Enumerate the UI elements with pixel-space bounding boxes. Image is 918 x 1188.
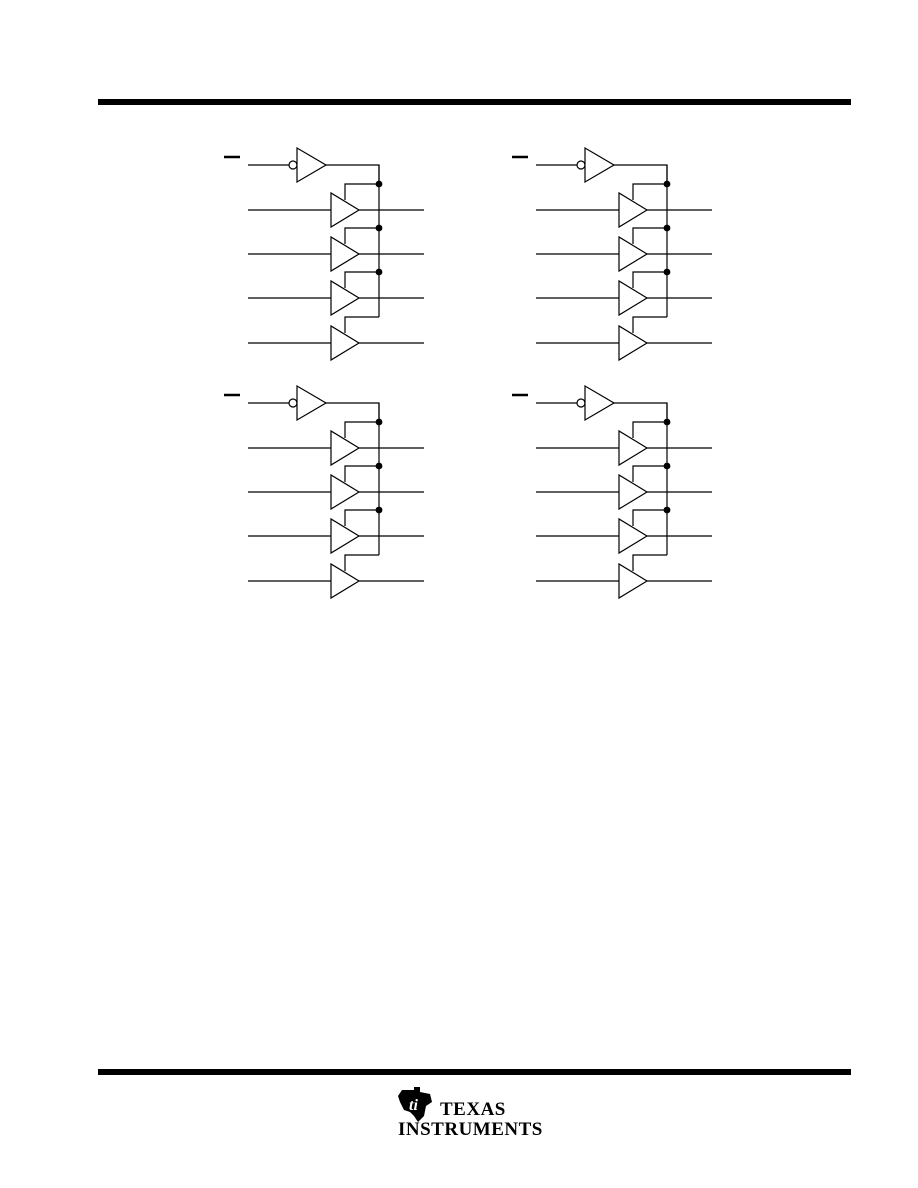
enable-tap (632, 183, 667, 200)
buffer-triangle (618, 235, 649, 273)
enable-tap (344, 316, 379, 333)
ti-state-logo-icon: ti (398, 1087, 432, 1122)
control-output-wire (614, 164, 668, 184)
control-buffer-triangle (584, 384, 616, 422)
buffer-triangle (330, 279, 361, 317)
buffer-triangle (330, 191, 361, 229)
enable-tap (344, 465, 379, 482)
junction-dot (375, 418, 383, 426)
junction-dot (663, 462, 671, 470)
control-output-wire (326, 402, 380, 422)
inversion-bubble (288, 398, 298, 408)
junction-dot (663, 506, 671, 514)
buffer-triangle (330, 235, 361, 273)
buffer-triangle (618, 191, 649, 229)
junction-dot (375, 462, 383, 470)
junction-dot (375, 224, 383, 232)
inversion-bubble (576, 398, 586, 408)
svg-text:ti: ti (409, 1097, 418, 1114)
inversion-bubble (288, 160, 298, 170)
buffer-triangle (618, 517, 649, 555)
buffer-triangle (330, 562, 361, 600)
junction-dot (663, 180, 671, 188)
logic-section-3 (224, 384, 424, 600)
control-buffer-triangle (296, 384, 328, 422)
footer-rule (98, 1069, 851, 1075)
buffer-triangle (618, 473, 649, 511)
buffer-triangle (330, 517, 361, 555)
enable-tap (344, 227, 379, 244)
logic-section-1 (224, 146, 424, 362)
buffer-triangle (330, 473, 361, 511)
buffer-triangle (618, 429, 649, 467)
enable-tap (344, 183, 379, 200)
brand-instruments: INSTRUMENTS (398, 1119, 543, 1140)
enable-tap (632, 421, 667, 438)
enable-tap (344, 421, 379, 438)
buffer-triangle (618, 324, 649, 362)
control-output-wire (326, 164, 380, 184)
junction-dot (375, 506, 383, 514)
control-output-wire (614, 402, 668, 422)
enable-tap (344, 271, 379, 288)
enable-tap (632, 509, 667, 526)
enable-tap (344, 509, 379, 526)
texas-instruments-logo: ti TEXAS INSTRUMENTS (396, 1084, 556, 1142)
buffer-triangle (618, 562, 649, 600)
header-rule (98, 99, 851, 105)
logic-section-4 (512, 384, 712, 600)
buffer-triangle (330, 324, 361, 362)
control-buffer-triangle (584, 146, 616, 184)
inversion-bubble (576, 160, 586, 170)
enable-tap (632, 316, 667, 333)
junction-dot (375, 180, 383, 188)
control-buffer-triangle (296, 146, 328, 184)
enable-tap (632, 227, 667, 244)
enable-tap (632, 271, 667, 288)
brand-texas: TEXAS (440, 1099, 506, 1120)
junction-dot (375, 268, 383, 276)
buffer-triangle (618, 279, 649, 317)
junction-dot (663, 418, 671, 426)
junction-dot (663, 224, 671, 232)
logic-section-2 (512, 146, 712, 362)
enable-tap (344, 554, 379, 571)
junction-dot (663, 268, 671, 276)
enable-tap (632, 465, 667, 482)
buffer-triangle (330, 429, 361, 467)
enable-tap (632, 554, 667, 571)
